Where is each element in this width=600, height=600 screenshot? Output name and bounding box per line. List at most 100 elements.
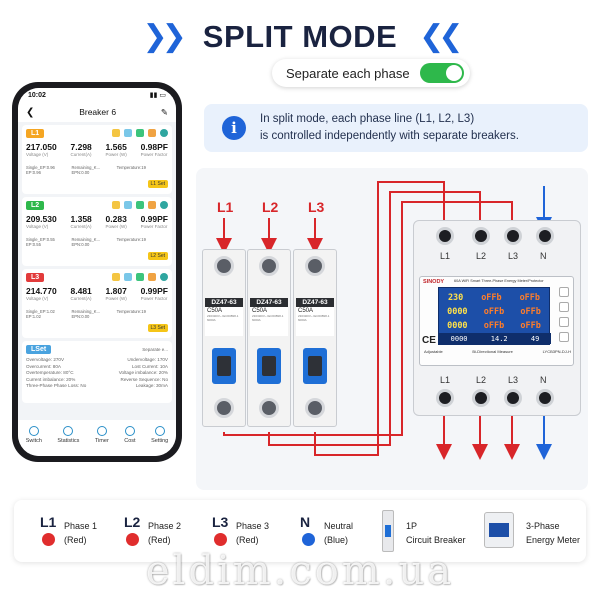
breaker-capacity: 6000A bbox=[252, 318, 261, 322]
legend-dot-n bbox=[302, 533, 315, 546]
nav-cost[interactable]: Cost bbox=[124, 426, 136, 444]
switch-icon bbox=[28, 426, 39, 436]
legend-name: Phase 1 bbox=[64, 521, 98, 531]
legend-code-text: N bbox=[300, 514, 311, 530]
cost-icon[interactable] bbox=[148, 129, 156, 137]
ce-mark: CE bbox=[422, 335, 436, 346]
breaker-lever[interactable] bbox=[257, 348, 281, 384]
bolt-icon[interactable] bbox=[112, 273, 120, 281]
phase-card-top: L1 bbox=[26, 127, 168, 139]
circuit-breaker-l2[interactable]: DZ47-63 C50A 230/400V~ IEC60898-1 6000A bbox=[247, 249, 291, 427]
chart-icon[interactable] bbox=[124, 129, 132, 137]
meter-button-3[interactable] bbox=[559, 317, 569, 327]
power-value: 1.807 bbox=[105, 286, 127, 296]
chevron-right-icon: ❯❯ bbox=[142, 19, 186, 54]
breaker-plate: DZ47-63 C50A 230/400V~ IEC60898-1 6000A bbox=[296, 298, 334, 336]
phase-set-button[interactable]: L1 Set bbox=[147, 180, 168, 188]
voltage-value: 214.770 bbox=[26, 286, 57, 296]
nav-label: Setting bbox=[151, 438, 169, 444]
bolt-icon[interactable] bbox=[112, 129, 120, 137]
breaker-lever[interactable] bbox=[212, 348, 236, 384]
nav-statistics[interactable]: Statistics bbox=[57, 426, 79, 444]
wire-l3-loop bbox=[314, 181, 445, 456]
card-icons bbox=[112, 129, 168, 137]
nav-label: Cost bbox=[124, 438, 136, 444]
breaker-capacity: 6000A bbox=[298, 318, 307, 322]
lcd-value: oFFb bbox=[483, 321, 505, 331]
lset-right: Lost Current: 10A bbox=[131, 363, 168, 369]
legend-note: (Red) bbox=[148, 535, 171, 545]
breaker-label-l3: L3 bbox=[308, 199, 325, 215]
screw-terminal-icon bbox=[214, 398, 234, 418]
switch-knob bbox=[446, 65, 462, 81]
timer-icon[interactable] bbox=[136, 273, 144, 281]
cost-icon[interactable] bbox=[148, 201, 156, 209]
power-icon[interactable] bbox=[160, 273, 168, 281]
lset-left: Three-Phase Phase Loss: No bbox=[26, 383, 87, 388]
lcd-value: oFFb bbox=[519, 293, 541, 303]
edit-pencil-icon[interactable]: ✎ bbox=[160, 106, 168, 117]
pf-value: 0.99PF bbox=[140, 214, 168, 224]
remaining: Remaining_K... bbox=[71, 309, 101, 314]
lever-handle bbox=[217, 356, 231, 376]
chart-icon[interactable] bbox=[124, 273, 132, 281]
lcd-value: oFFb bbox=[483, 307, 505, 317]
separate-phase-switch[interactable] bbox=[420, 63, 464, 83]
phase-set-button[interactable]: L3 Set bbox=[147, 324, 168, 332]
battery-icon: ▮▮ ▭ bbox=[149, 92, 166, 99]
legend-code-text: L3 bbox=[212, 514, 229, 530]
breaker-capacity: 6000A bbox=[207, 318, 216, 322]
bolt-icon[interactable] bbox=[112, 201, 120, 209]
voltage-value: 217.050 bbox=[26, 142, 57, 152]
header: ❯❯ SPLIT MODE ❮❮ bbox=[0, 14, 600, 60]
lset-separate[interactable]: Separate e... bbox=[142, 346, 168, 352]
timer-icon[interactable] bbox=[136, 129, 144, 137]
nav-timer[interactable]: Timer bbox=[95, 426, 109, 444]
timer-icon[interactable] bbox=[136, 201, 144, 209]
nav-switch[interactable]: Switch bbox=[26, 426, 42, 444]
phase-card-top: L2 bbox=[26, 199, 168, 211]
phase-tag: L2 bbox=[26, 200, 45, 210]
back-arrow-icon[interactable]: ❮ bbox=[26, 106, 35, 118]
lcd-value: oFFb bbox=[520, 307, 541, 317]
timer-icon bbox=[96, 426, 107, 436]
circuit-breaker-l1[interactable]: DZ47-63 C50A 230/400V~ IEC60898-1 6000A bbox=[202, 249, 246, 427]
power-label: Power (W) bbox=[105, 296, 127, 301]
meter-button-1[interactable] bbox=[559, 287, 569, 297]
power-icon[interactable] bbox=[160, 201, 168, 209]
cost-icon[interactable] bbox=[148, 273, 156, 281]
lcd-value: 230 bbox=[447, 293, 464, 303]
breaker-label-l1: L1 bbox=[217, 199, 234, 215]
phase-tag: L1 bbox=[26, 128, 45, 138]
breaker-plate: DZ47-63 C50A 230/400V~ IEC60898-1 6000A bbox=[250, 298, 288, 336]
meter-button-2[interactable] bbox=[559, 302, 569, 312]
power-icon[interactable] bbox=[160, 129, 168, 137]
energy-meter: L1 L2 L3 N SINODY 60A WiFi Smart Three-P… bbox=[413, 220, 581, 416]
nav-setting[interactable]: Setting bbox=[151, 426, 168, 444]
app-title: Breaker 6 bbox=[79, 107, 117, 117]
circuit-breaker-l3[interactable]: DZ47-63 C50A 230/400V~ IEC60898-1 6000A bbox=[293, 249, 337, 427]
current-label: Current(A) bbox=[70, 224, 92, 229]
phase-set-button[interactable]: L2 Set bbox=[147, 252, 168, 260]
chart-icon[interactable] bbox=[124, 201, 132, 209]
meter-output-label: L1 bbox=[440, 375, 451, 385]
screw-terminal-icon bbox=[214, 256, 234, 276]
breaker-lever[interactable] bbox=[303, 348, 327, 384]
info-line-1: In split mode, each phase line (L1, L2, … bbox=[260, 113, 475, 125]
breaker-model: DZ47-63 bbox=[296, 298, 334, 307]
meter-input-terminal bbox=[504, 227, 522, 245]
meter-button-4[interactable] bbox=[559, 332, 569, 342]
lcd-value: 0000 bbox=[447, 307, 468, 317]
legend-code-l1: L1 bbox=[40, 514, 56, 532]
separate-phase-toggle-row[interactable]: Separate each phase bbox=[272, 59, 470, 87]
